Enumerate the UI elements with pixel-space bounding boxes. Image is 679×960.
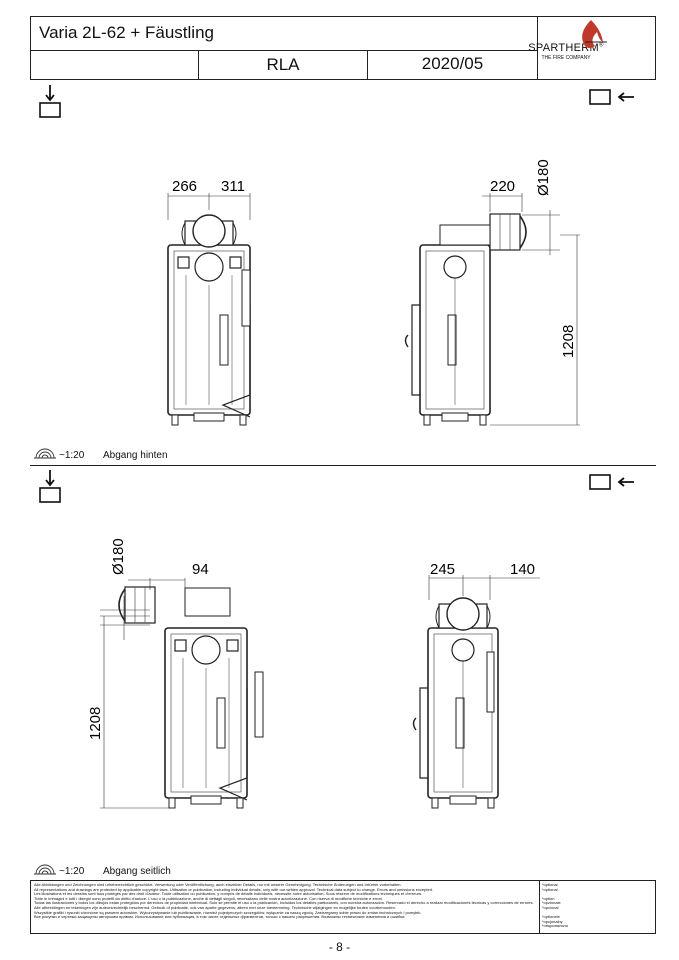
disclaimer-divider — [539, 881, 540, 933]
view-from-top-icon — [39, 470, 61, 503]
page-number: - 8 - — [328, 940, 351, 954]
revision-date: 2020/05 — [421, 54, 484, 73]
variant-code: RLA — [266, 55, 300, 74]
disclaimer-text: Alle Abbildungen und Zeichnungen sind ur… — [34, 882, 534, 920]
section-caption: Abgang hinten — [103, 450, 168, 461]
front-view-rear-outlet — [167, 193, 251, 426]
dimension-diameter-180: Ø180 — [535, 159, 552, 196]
view-from-side-icon — [589, 89, 634, 105]
dimension-1208: 1208 — [87, 707, 104, 740]
dimension-266: 266 — [172, 178, 197, 195]
dimension-140: 140 — [510, 561, 535, 578]
scale-icon — [34, 864, 56, 875]
section-divider — [30, 465, 656, 466]
copyright-disclaimer: Alle Abbildungen und Zeichnungen sind ur… — [30, 880, 656, 934]
dimension-diameter-180: Ø180 — [110, 538, 127, 575]
brand-name: SPARTHERM® — [528, 42, 604, 54]
dimension-311: 311 — [221, 178, 245, 195]
dimension-245: 245 — [430, 561, 455, 578]
title-block-divider — [537, 17, 538, 80]
side-view-side-outlet — [412, 575, 540, 809]
dimension-94: 94 — [192, 561, 209, 578]
view-from-top-icon — [39, 85, 61, 118]
spartherm-flame-logo — [582, 20, 607, 48]
title-block-divider — [367, 50, 368, 80]
title-block: Varia 2L-62 + Fäustling RLA 2020/05 — [30, 16, 656, 80]
section-caption: Abgang seitlich — [103, 866, 171, 877]
scale-icon — [34, 448, 56, 459]
title-block-divider — [31, 50, 537, 51]
title-block-divider — [198, 50, 199, 80]
scale-label: ~1:20 — [59, 866, 85, 877]
optional-legend: *optional *optional *option *opzionale *… — [542, 882, 568, 929]
front-view-side-outlet — [100, 578, 264, 809]
side-view-rear-outlet — [404, 193, 580, 426]
product-title: Varia 2L-62 + Fäustling — [39, 23, 214, 42]
dimension-220: 220 — [490, 178, 515, 195]
brand-tagline: THE FIRE COMPANY — [541, 55, 591, 61]
scale-label: ~1:20 — [59, 450, 85, 461]
dimension-1208: 1208 — [560, 325, 577, 358]
view-from-side-icon — [589, 474, 634, 490]
